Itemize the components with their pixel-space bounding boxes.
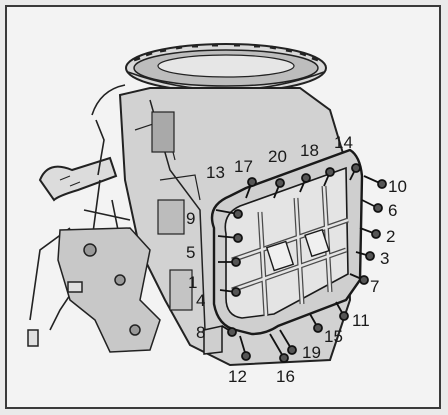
bolt-label-10: 10 [388,177,407,196]
bolt-label-15: 15 [324,327,343,346]
bolt-label-18: 18 [300,141,319,160]
bolt-label-7: 7 [370,277,379,296]
bolt-label-20: 20 [268,147,287,166]
sensor-connector [27,281,83,347]
bolt-label-3: 3 [380,249,389,268]
bolt-label-16: 16 [276,367,295,386]
intake-pipe [38,156,118,202]
bolt-number-labels: 13 17 20 18 14 10 6 2 3 7 11 15 19 16 12… [186,133,407,386]
bolt-label-14: 14 [334,133,353,152]
flywheel [125,43,327,93]
bolt-label-12: 12 [228,367,247,386]
bolt-label-17: 17 [234,157,253,176]
bolt-label-13: 13 [206,163,225,182]
pan-bolts [215,163,387,363]
oil-pan [203,148,364,355]
bolt-label-2: 2 [386,227,395,246]
bolt-label-6: 6 [388,201,397,220]
lower-bracket [57,227,161,353]
bolt-label-19: 19 [302,343,321,362]
bolt-label-4: 4 [196,291,205,310]
bolt-label-1: 1 [188,273,197,292]
bolt-label-9: 9 [186,209,195,228]
bolt-label-11: 11 [352,311,370,330]
bolt-label-5: 5 [186,243,195,262]
bolt-label-8: 8 [196,323,205,342]
